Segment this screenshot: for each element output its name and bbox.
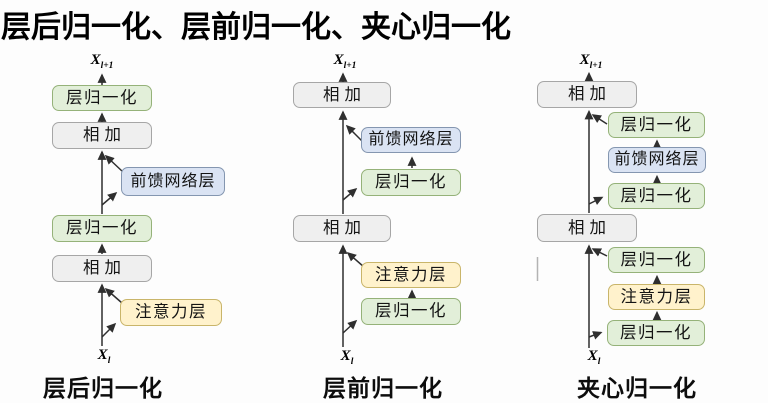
layernorm-box: 层归一化 <box>361 169 461 196</box>
output-variable-label: Xl+1 <box>333 52 357 71</box>
branch-into-ffn <box>101 191 118 206</box>
output-variable-label: Xl+1 <box>579 52 603 71</box>
sandwich-ln-wires <box>584 71 662 348</box>
branch-into-ln-ffn <box>588 196 604 206</box>
slide-title: 层后归一化、层前归一化、夹心归一化 <box>1 11 511 44</box>
attn-output-merge <box>104 287 123 304</box>
add-box: 相加 <box>537 81 637 108</box>
attention-box: 注意力层 <box>120 299 222 326</box>
input-variable-label: Xl <box>97 347 111 366</box>
feedforward-box: 前馈网络层 <box>608 147 706 173</box>
add-box: 相加 <box>52 122 152 149</box>
branch-into-attn <box>101 322 117 338</box>
layernorm-box: 层归一化 <box>608 112 705 138</box>
layernorm-box: 层归一化 <box>52 85 152 111</box>
column-caption-post-ln: 层后归一化 <box>43 376 163 401</box>
input-variable-label: Xl <box>340 348 354 367</box>
attention-box: 注意力层 <box>608 284 705 310</box>
input-variable-label: Xl <box>587 348 601 367</box>
layernorm-box: 层归一化 <box>608 247 705 273</box>
feedforward-box: 前馈网络层 <box>121 167 225 196</box>
ffn-output-merge <box>345 124 363 142</box>
layernorm-box: 层归一化 <box>361 298 461 325</box>
ffn-output-merge <box>591 114 608 125</box>
branch-into-ln-attn <box>588 331 603 340</box>
attn-output-merge <box>591 248 608 257</box>
ffn-output-merge <box>104 154 124 173</box>
column-caption-pre-ln: 层前归一化 <box>323 376 443 401</box>
add-box: 相加 <box>293 215 391 242</box>
add-box: 相加 <box>52 255 152 282</box>
layernorm-box: 层归一化 <box>608 183 705 209</box>
add-box: 相加 <box>293 82 391 108</box>
branch-into-ln-ffn <box>342 187 358 201</box>
add-box: 相加 <box>537 214 637 242</box>
output-variable-label: Xl+1 <box>90 52 114 71</box>
layernorm-box: 层归一化 <box>52 215 152 242</box>
column-caption-sandwich-ln: 夹心归一化 <box>577 376 697 401</box>
attention-box: 注意力层 <box>361 262 461 288</box>
branch-into-ln-attn <box>342 319 358 334</box>
feedforward-box: 前馈网络层 <box>361 127 461 153</box>
post-ln-wires <box>97 73 124 346</box>
layernorm-box: 层归一化 <box>607 320 705 346</box>
